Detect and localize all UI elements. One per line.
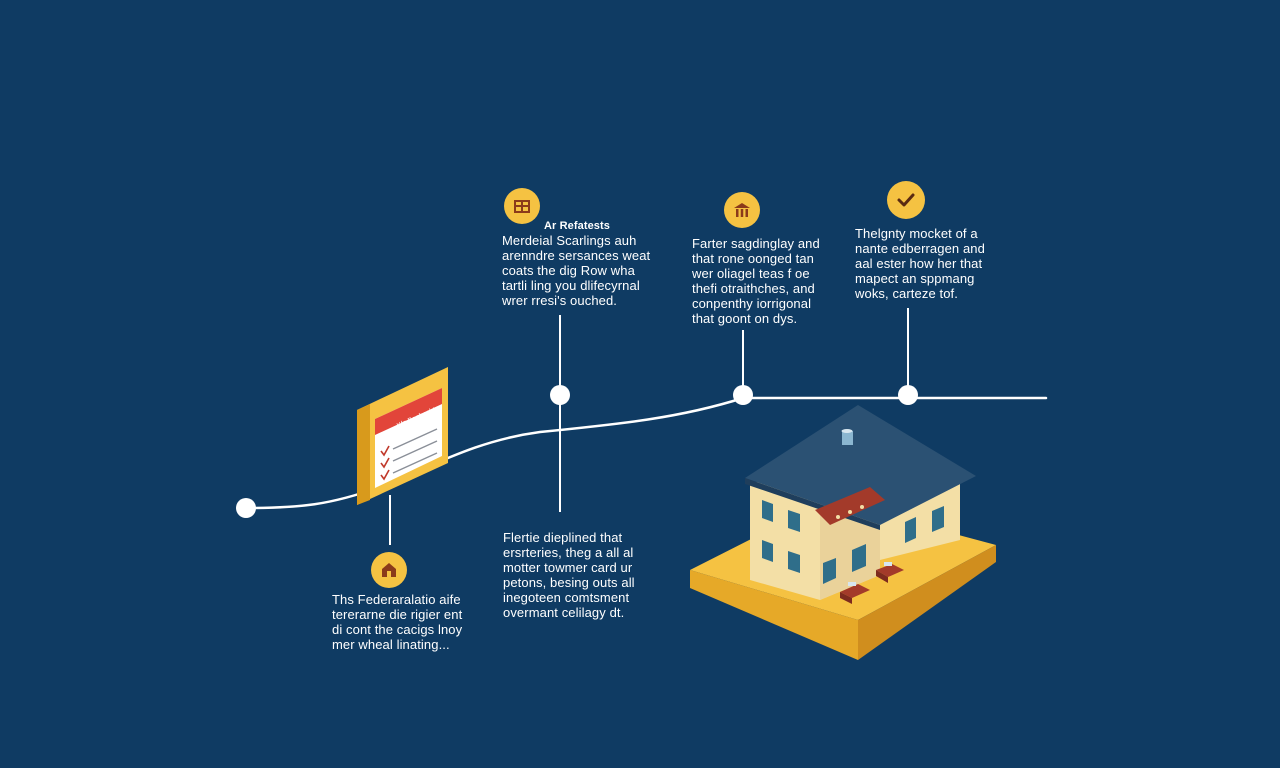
note-1-line: wrer rresi's ouched. bbox=[502, 293, 618, 308]
clipboard-illustration: Kfz Beobachts bbox=[357, 367, 448, 505]
note-3: Thelgnty mocket of a nante edberragen an… bbox=[855, 226, 985, 301]
timeline-node-2 bbox=[733, 385, 753, 405]
note-3-line: mapect an sppmang bbox=[855, 271, 975, 286]
note-4-line: overmant celilagy dt. bbox=[503, 605, 625, 620]
note-1-line: arenndre sersances weat bbox=[502, 248, 651, 263]
bench-2 bbox=[876, 562, 904, 583]
note-2-line: conpenthy iorrigonal bbox=[692, 296, 812, 311]
note-5-line: di cont the cacigs lnoy bbox=[332, 622, 463, 637]
note-2: Farter sagdinglay and that rone oonged t… bbox=[692, 236, 820, 326]
note-3-line: woks, carteze tof. bbox=[855, 286, 958, 301]
note-1-title: Ar Refatests bbox=[544, 220, 611, 232]
timeline-path bbox=[244, 396, 1048, 510]
note-4-line: inegoteen comtsment bbox=[503, 590, 630, 605]
checkmark-icon bbox=[887, 181, 925, 219]
note-2-line: Farter sagdinglay and bbox=[692, 236, 820, 251]
note-1-line: coats the dig Row wha bbox=[502, 263, 635, 278]
note-5-line: Ths Federaralatio aife bbox=[332, 592, 461, 607]
note-4-line: ersrteries, theg a all al bbox=[503, 545, 634, 560]
note-2-line: thefi otraithches, and bbox=[692, 281, 815, 296]
note-4-line: motter towmer card ur bbox=[503, 560, 633, 575]
note-3-line: aal ester how her that bbox=[855, 256, 983, 271]
note-2-line: that goont on dys. bbox=[692, 311, 798, 326]
timeline-node-1 bbox=[550, 385, 570, 405]
note-4-line: petons, besing outs all bbox=[503, 575, 635, 590]
timeline-node-3 bbox=[898, 385, 918, 405]
note-1-line: tartli ling you dlifecyrnal bbox=[502, 278, 640, 293]
note-4: Flertie dieplined that ersrteries, theg … bbox=[503, 530, 635, 620]
note-4-line: Flertie dieplined that bbox=[503, 530, 623, 545]
building-icon bbox=[724, 192, 760, 228]
house-icon bbox=[371, 552, 407, 588]
note-1: Ar Refatests Merdeial Scarlings auh aren… bbox=[502, 219, 650, 308]
house-window-icon bbox=[504, 188, 540, 224]
note-2-line: wer oliagel teas f oe bbox=[692, 266, 810, 281]
house-illustration bbox=[690, 405, 996, 660]
timeline-node-start bbox=[236, 498, 256, 518]
note-5-line: tererarne die rigier ent bbox=[332, 607, 463, 622]
note-3-line: nante edberragen and bbox=[855, 241, 985, 256]
note-5-line: mer wheal linating... bbox=[332, 637, 450, 652]
note-1-line: Merdeial Scarlings auh bbox=[502, 233, 637, 248]
note-3-line: Thelgnty mocket of a bbox=[855, 226, 978, 241]
note-2-line: that rone oonged tan bbox=[692, 251, 814, 266]
note-5: Ths Federaralatio aife tererarne die rig… bbox=[332, 592, 462, 652]
bench-1 bbox=[840, 582, 870, 604]
